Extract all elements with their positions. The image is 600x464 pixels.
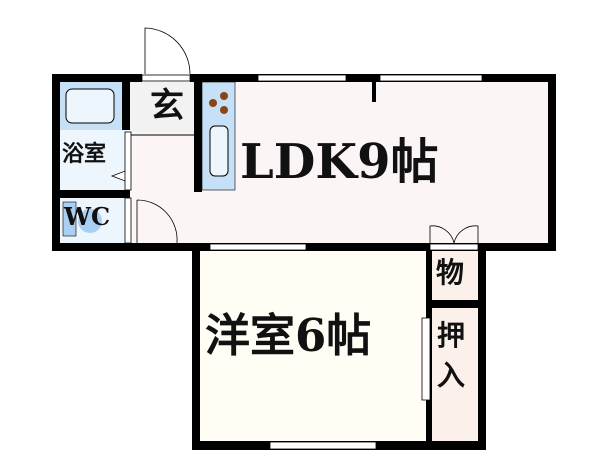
- entrance-label: 玄: [150, 86, 184, 126]
- closet-label-1: 押: [437, 319, 466, 352]
- closet-label-2: 入: [437, 359, 466, 392]
- ldk-label: LDK9帖: [240, 134, 439, 190]
- stove-burner-icon: [209, 99, 217, 107]
- wc-label: WC: [64, 202, 111, 231]
- windows: [209, 74, 483, 450]
- sink-icon: [209, 125, 229, 177]
- western-room-floor: [200, 251, 426, 441]
- bath-label: 浴室: [62, 141, 107, 167]
- western-room-label: 洋室6帖: [205, 309, 372, 362]
- closet-floor: [432, 308, 478, 441]
- toilet-bowl-icon: [78, 209, 102, 233]
- stove-burner-icon: [220, 92, 228, 100]
- storage-label: 物: [436, 256, 465, 289]
- bath-floor: [60, 130, 128, 190]
- wc-door[interactable]: [136, 199, 178, 244]
- storage-door[interactable]: [429, 225, 479, 244]
- bathtub-icon: [65, 88, 115, 124]
- doors: [136, 27, 479, 251]
- storage-floor: [432, 251, 478, 300]
- entrance-floor: [130, 82, 194, 132]
- toilet-tank-icon: [62, 201, 77, 237]
- entrance-door[interactable]: [144, 27, 191, 75]
- stove-burner-icon: [220, 106, 228, 114]
